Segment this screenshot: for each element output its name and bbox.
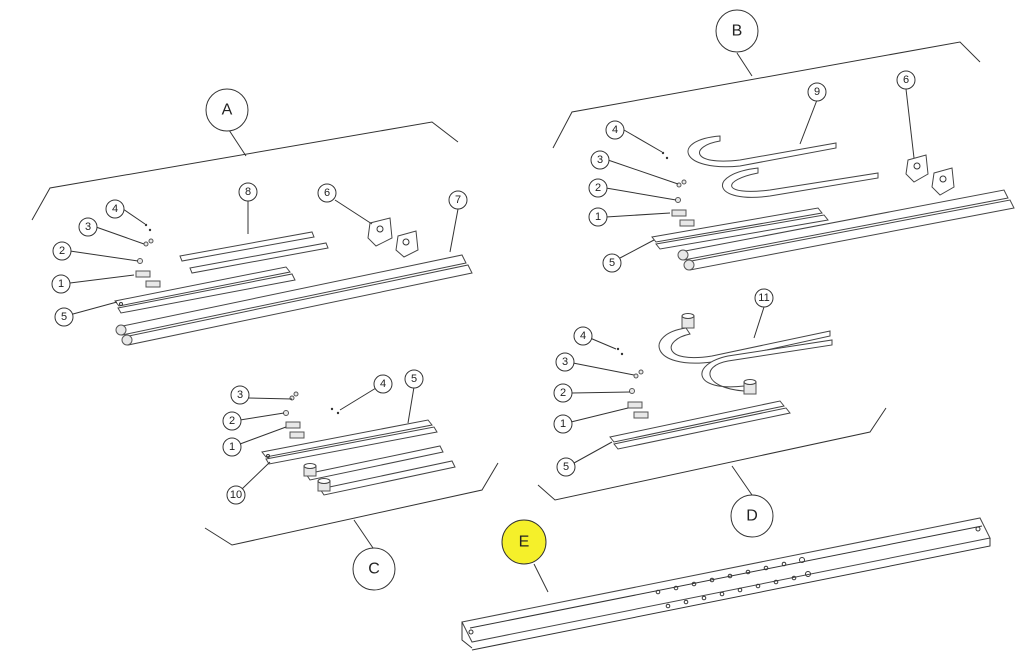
- svg-text:1: 1: [595, 211, 601, 223]
- svg-text:1: 1: [58, 278, 64, 290]
- group-b-flat-bars: [651, 207, 829, 250]
- group-c-threaded-bars: [303, 445, 456, 496]
- svg-text:5: 5: [563, 461, 569, 473]
- group-e-channel: [461, 517, 991, 651]
- svg-text:E: E: [519, 534, 530, 551]
- group-b-callout-6: 6: [896, 70, 916, 90]
- svg-text:2: 2: [595, 182, 601, 194]
- group-a-flat-bars: [114, 266, 296, 314]
- svg-text:3: 3: [597, 154, 603, 166]
- svg-text:6: 6: [324, 187, 330, 199]
- group-c-callout-4: 4: [373, 374, 393, 394]
- group-d: 1 2 3 4 5 11 D: [537, 288, 887, 538]
- group-d-callout-1: 1: [553, 414, 573, 434]
- group-a-callout-2: 2: [52, 241, 72, 261]
- group-d-u-threaded-bars: [658, 313, 833, 395]
- group-b-bracket: [552, 41, 981, 149]
- group-c-callout-5: 5: [404, 369, 424, 389]
- group-d-callout-11: 11: [754, 288, 774, 308]
- group-b-tubes: [677, 189, 1015, 271]
- svg-text:3: 3: [562, 356, 568, 368]
- svg-text:4: 4: [380, 378, 386, 390]
- svg-text:9: 9: [814, 86, 820, 98]
- section-label-b[interactable]: B: [715, 9, 759, 53]
- svg-text:2: 2: [560, 387, 566, 399]
- group-a-callout-3: 3: [78, 217, 98, 237]
- svg-text:A: A: [222, 102, 233, 119]
- group-d-leader: [731, 465, 753, 496]
- svg-text:7: 7: [455, 194, 461, 206]
- group-e: E: [461, 517, 991, 651]
- svg-text:6: 6: [903, 74, 909, 86]
- svg-text:B: B: [732, 23, 743, 40]
- group-b-callout-2: 2: [588, 178, 608, 198]
- section-label-e[interactable]: E: [501, 519, 547, 565]
- group-a-angle-brackets: [367, 217, 419, 258]
- group-a-hardware: [135, 223, 161, 288]
- svg-text:4: 4: [580, 330, 586, 342]
- group-d-callout-4: 4: [573, 326, 593, 346]
- group-a-callout-7: 7: [448, 190, 468, 210]
- group-b-leader: [736, 52, 753, 77]
- group-a-callout-8: 8: [238, 182, 258, 202]
- group-b-callout-9: 9: [807, 82, 827, 102]
- group-a-callout-1: 1: [51, 274, 71, 294]
- group-c-callout-3: 3: [230, 385, 250, 405]
- svg-text:10: 10: [230, 489, 242, 501]
- svg-text:3: 3: [85, 221, 91, 233]
- group-a: 1 2 3 4 5 6 7 8 A: [31, 88, 473, 346]
- svg-text:5: 5: [61, 311, 67, 323]
- section-label-a[interactable]: A: [205, 88, 249, 132]
- section-label-d[interactable]: D: [730, 494, 774, 538]
- svg-text:4: 4: [612, 124, 618, 136]
- group-c-callout-10: 10: [226, 485, 246, 505]
- group-b-callout-1: 1: [588, 207, 608, 227]
- group-b-u-bars: [687, 135, 879, 198]
- group-d-callout-3: 3: [555, 352, 575, 372]
- group-b-angle-brackets: [905, 154, 955, 196]
- group-b-callout-3: 3: [590, 150, 610, 170]
- group-a-callout-5: 5: [54, 307, 74, 327]
- group-e-leader: [533, 563, 549, 593]
- svg-text:5: 5: [411, 373, 417, 385]
- group-a-callout-4: 4: [105, 199, 125, 219]
- section-label-c[interactable]: C: [352, 547, 396, 591]
- svg-text:1: 1: [560, 418, 566, 430]
- group-b-callout-4: 4: [605, 120, 625, 140]
- group-c-callout-2: 2: [222, 411, 242, 431]
- group-b: 1 2 3 4 5 6 9 B: [552, 9, 1015, 273]
- group-b-callout-5: 5: [602, 253, 622, 273]
- svg-text:5: 5: [609, 257, 615, 269]
- group-a-bracket: [31, 121, 459, 221]
- group-c-leader: [353, 519, 374, 549]
- group-d-bracket: [537, 407, 887, 501]
- svg-text:4: 4: [112, 203, 118, 215]
- svg-text:D: D: [746, 508, 758, 525]
- group-d-callout-5: 5: [556, 457, 576, 477]
- group-c-callout-1: 1: [222, 437, 242, 457]
- group-c-flat-bars: [261, 419, 438, 465]
- group-c-hardware: [283, 391, 340, 439]
- group-c: 1 2 3 4 5 10 C: [204, 369, 499, 591]
- svg-text:2: 2: [229, 415, 235, 427]
- svg-text:C: C: [368, 561, 380, 578]
- group-b-hardware: [661, 151, 695, 227]
- group-a-callout-6: 6: [317, 183, 337, 203]
- group-a-strips: [179, 231, 329, 274]
- group-d-hardware: [616, 347, 649, 419]
- svg-text:11: 11: [758, 292, 769, 304]
- svg-text:3: 3: [237, 389, 243, 401]
- group-d-flat-bars: [609, 400, 791, 450]
- group-a-leader: [226, 126, 247, 157]
- svg-text:1: 1: [229, 441, 235, 453]
- svg-text:2: 2: [59, 245, 65, 257]
- group-a-tubes: [115, 254, 473, 346]
- svg-text:8: 8: [245, 186, 251, 198]
- group-d-callout-2: 2: [553, 383, 573, 403]
- group-c-bracket: [204, 462, 499, 546]
